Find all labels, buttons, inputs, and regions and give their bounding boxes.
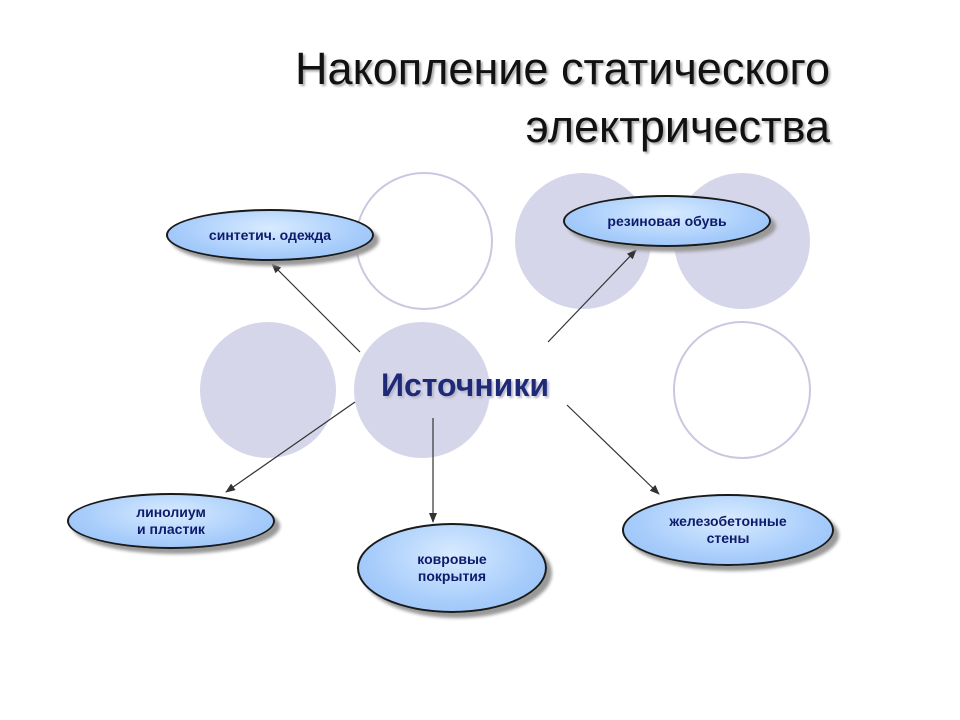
node-synthetic-clothing-label: синтетич. одежда: [208, 226, 332, 243]
node-concrete-walls: железобетонные стены: [622, 494, 834, 566]
arrow-to-rubber: [547, 249, 637, 343]
node-synthetic-clothing: синтетич. одежда: [166, 209, 374, 261]
decor-circle-upper-outline: [355, 172, 493, 310]
slide-title: Накопление статического электричества: [295, 40, 830, 156]
node-carpet-label: ковровые покрытия: [417, 551, 487, 584]
arrow-to-linoleum: [225, 401, 356, 493]
decor-circle-left: [200, 322, 336, 458]
node-linoleum-plastic-label: линолиум и пластик: [136, 504, 206, 537]
title-line-2: электричества: [525, 101, 830, 152]
node-rubber-shoes: резиновая обувь: [563, 195, 771, 247]
center-label-sources: Источники: [380, 367, 550, 403]
decor-circle-right-outline: [673, 321, 811, 459]
node-concrete-walls-label: железобетонные стены: [669, 513, 787, 546]
arrow-to-synthetic: [271, 263, 361, 353]
title-line-1: Накопление статического: [295, 43, 830, 94]
decor-circle-center: [354, 322, 490, 458]
node-linoleum-plastic: линолиум и пластик: [67, 493, 275, 549]
node-rubber-shoes-label: резиновая обувь: [607, 212, 727, 229]
node-carpet: ковровые покрытия: [357, 523, 547, 613]
arrow-to-concrete: [566, 404, 660, 495]
